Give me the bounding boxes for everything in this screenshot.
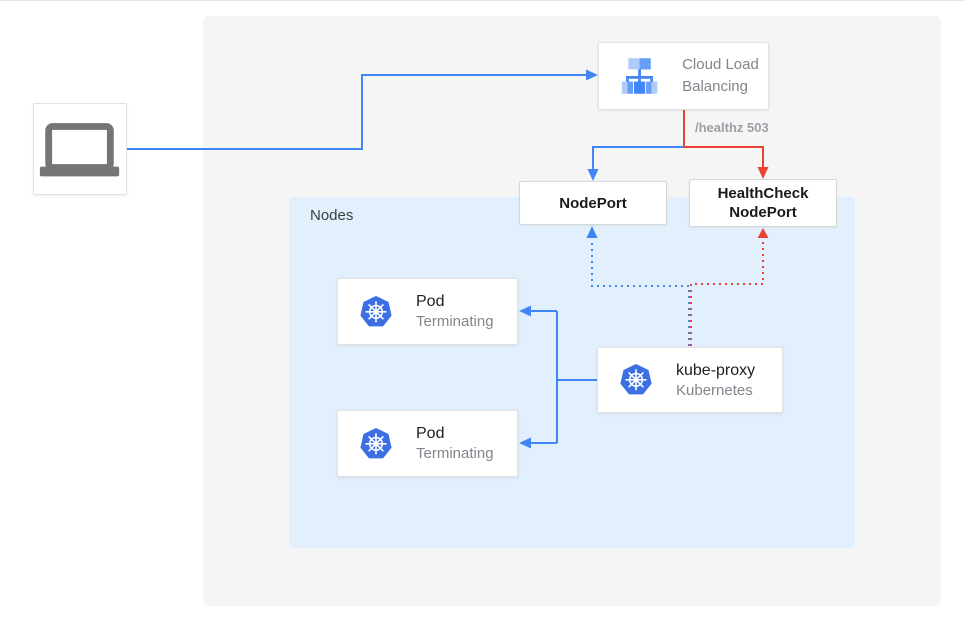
clb-label: Cloud Load Balancing: [682, 56, 759, 95]
kube-proxy-subtitle: Kubernetes: [676, 381, 753, 399]
cloud-load-balancing-icon: [621, 58, 658, 94]
pod-node-2: Pod Terminating: [337, 410, 518, 477]
kubernetes-icon: [359, 426, 393, 459]
healthz-label: /healthz 503: [695, 120, 769, 135]
laptop-icon: [39, 123, 120, 177]
pod-title: Pod: [416, 425, 445, 442]
window-top-border: [0, 0, 965, 1]
nodeport-label: NodePort: [559, 194, 627, 212]
kube-proxy-node: kube-proxy Kubernetes: [597, 347, 783, 413]
cloud-load-balancing-node: Cloud Load Balancing: [598, 42, 769, 110]
pod-node-1: Pod Terminating: [337, 278, 518, 345]
nodeport-node: NodePort: [519, 181, 667, 225]
client-node: [33, 103, 127, 195]
pod-status: Terminating: [416, 313, 494, 330]
healthcheck-nodeport-label: HealthCheck NodePort: [717, 185, 809, 221]
pod-status: Terminating: [416, 445, 494, 462]
pod-title: Pod: [416, 293, 445, 310]
kubernetes-icon: [359, 294, 393, 327]
kubernetes-icon: [619, 363, 653, 396]
kube-proxy-title: kube-proxy: [676, 361, 756, 379]
healthcheck-nodeport-node: HealthCheck NodePort: [689, 179, 837, 227]
nodes-panel-label: Nodes: [310, 207, 354, 224]
